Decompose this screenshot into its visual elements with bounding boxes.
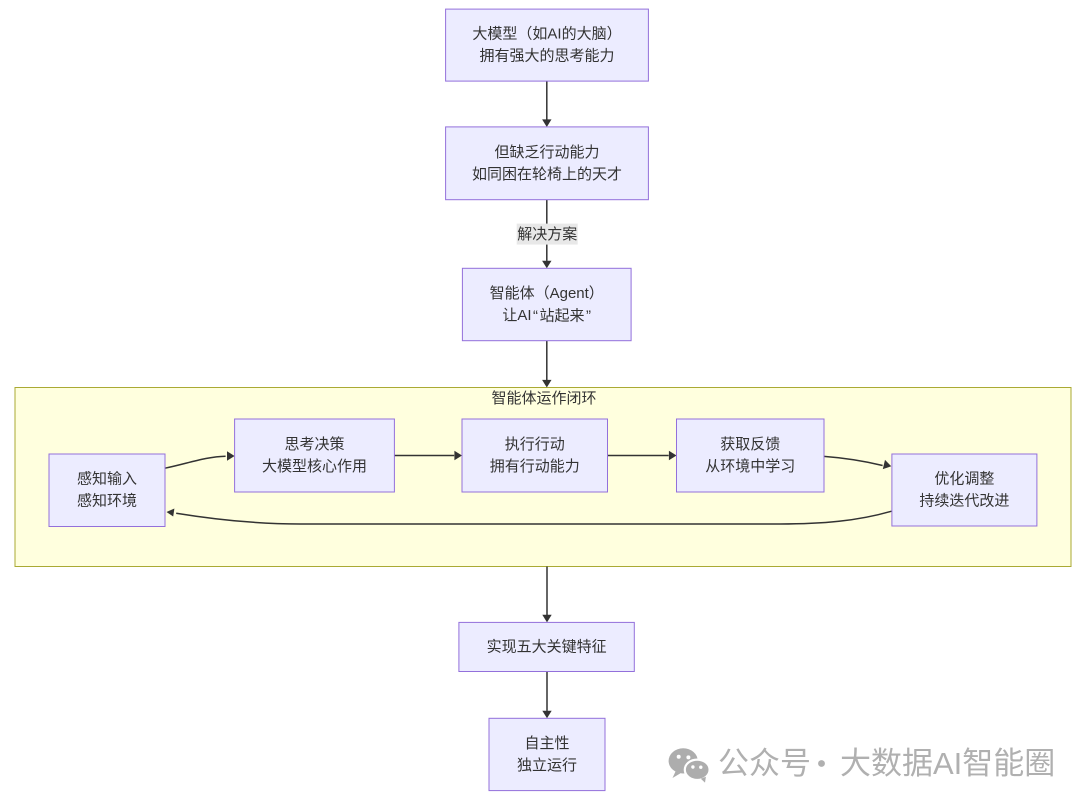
- svg-text:智能体运作闭环: 智能体运作闭环: [491, 389, 596, 407]
- svg-text:从环境中学习: 从环境中学习: [705, 457, 795, 475]
- svg-text:拥有行动能力: 拥有行动能力: [490, 458, 580, 475]
- svg-text:如同困在轮椅上的天才: 如同困在轮椅上的天才: [472, 166, 622, 183]
- svg-text:优化调整: 优化调整: [934, 471, 994, 488]
- svg-text:大模型核心作用: 大模型核心作用: [262, 458, 367, 475]
- svg-text:自主性: 自主性: [524, 735, 569, 752]
- svg-text:拥有强大的思考能力: 拥有强大的思考能力: [479, 48, 614, 65]
- svg-text:实现五大关键特征: 实现五大关键特征: [487, 639, 607, 656]
- svg-text:公众号: 公众号: [718, 746, 811, 781]
- svg-text:感知环境: 感知环境: [77, 492, 137, 510]
- svg-text:获取反馈: 获取反馈: [720, 436, 780, 453]
- svg-text:大模型（如AI的大脑）: 大模型（如AI的大脑）: [472, 26, 621, 43]
- svg-text:让AI“站起来”: 让AI“站起来”: [502, 307, 591, 324]
- svg-text:解决方案: 解决方案: [517, 225, 577, 243]
- svg-text:独立运行: 独立运行: [517, 757, 577, 774]
- svg-text:持续迭代改进: 持续迭代改进: [919, 493, 1009, 510]
- svg-text:智能体（Agent）: 智能体（Agent）: [490, 284, 604, 302]
- svg-text:感知输入: 感知输入: [77, 471, 137, 488]
- svg-text:大数据AI智能圈: 大数据AI智能圈: [840, 746, 1055, 781]
- svg-text:但缺乏行动能力: 但缺乏行动能力: [494, 144, 599, 161]
- svg-text:执行行动: 执行行动: [505, 436, 565, 453]
- svg-text:思考决策: 思考决策: [284, 436, 344, 453]
